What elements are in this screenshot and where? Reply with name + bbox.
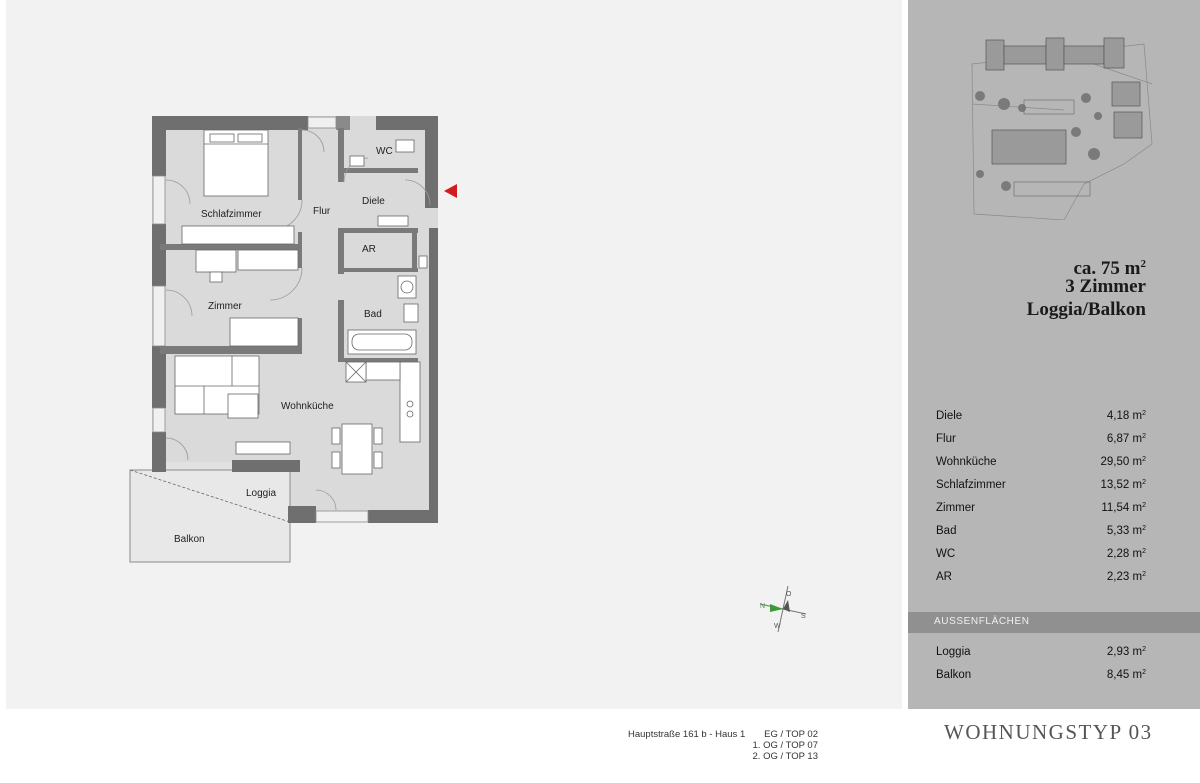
coffee-table <box>227 393 259 419</box>
room-label-ar: AR <box>362 244 376 255</box>
footer-top-1og: 1. OG / TOP 07 <box>752 740 818 751</box>
compass-south: S <box>801 613 806 620</box>
diele-bench <box>377 215 409 227</box>
footer-tops: EG / TOP 02 1. OG / TOP 07 2. OG / TOP 1… <box>744 729 818 762</box>
room-label-loggia: Loggia <box>246 488 276 499</box>
area-row-value: 2,93 m2 <box>1106 646 1146 658</box>
room-label-diele: Diele <box>362 196 385 207</box>
area-row-label: Balkon <box>936 669 972 681</box>
area-row: Balkon 8,45 m2 <box>936 669 1146 691</box>
heater <box>418 255 428 269</box>
area-row-label: Flur <box>936 433 956 445</box>
apartment-type-title: WOHNUNGSTYP 03 <box>944 720 1153 744</box>
area-row-value: 11,54 m2 <box>1101 502 1146 514</box>
balkon-division-line <box>129 469 291 523</box>
summary-outdoor: Loggia/Balkon <box>1026 299 1146 320</box>
furniture <box>174 129 428 475</box>
compass-north: N <box>760 603 765 610</box>
room-label-wohnkueche: Wohnküche <box>281 401 334 412</box>
summary-rooms: 3 Zimmer <box>1065 276 1146 297</box>
area-row-label: Loggia <box>936 646 971 658</box>
footer-address: Hauptstraße 161 b - Haus 1 <box>628 729 746 740</box>
room-label-flur: Flur <box>313 206 331 217</box>
site-plan-thumbnail <box>971 37 1153 220</box>
area-row-label: Bad <box>936 525 957 537</box>
desk <box>195 249 237 273</box>
area-row-label: Diele <box>936 410 963 422</box>
footer-top-2og: 2. OG / TOP 13 <box>752 751 818 762</box>
sideboard <box>235 441 291 455</box>
area-row-value: 5,33 m2 <box>1106 525 1146 537</box>
shelf <box>237 249 299 271</box>
area-row-value: 6,87 m2 <box>1106 433 1146 445</box>
single-bed <box>229 317 299 347</box>
interior-walls <box>160 128 418 362</box>
room-label-wc: WC <box>376 146 393 157</box>
entrance-marker <box>444 184 457 198</box>
toilet <box>395 139 415 153</box>
washbasin <box>403 303 419 323</box>
area-row-value: 2,23 m2 <box>1106 571 1146 583</box>
area-row: Wohnküche 29,50 m2 <box>936 456 1146 478</box>
area-row: WC 2,28 m2 <box>936 548 1146 570</box>
sofa <box>174 355 260 415</box>
outer-walls <box>152 116 438 523</box>
dining-table <box>341 423 373 475</box>
floor-plan-area: Schlafzimmer Flur Diele WC AR Bad Zimmer… <box>6 0 902 709</box>
area-row: Bad 5,33 m2 <box>936 525 1146 547</box>
area-row: Zimmer 11,54 m2 <box>936 502 1146 524</box>
compass-rose: N O S W <box>759 585 807 633</box>
area-row: Diele 4,18 m2 <box>936 410 1146 432</box>
balkon-floor <box>129 469 291 563</box>
windows <box>152 116 369 523</box>
area-row: Schlafzimmer 13,52 m2 <box>936 479 1146 501</box>
area-row: Loggia 2,93 m2 <box>936 646 1146 668</box>
floor-plan: Schlafzimmer Flur Diele WC AR Bad Zimmer… <box>129 116 807 633</box>
area-row-value: 8,45 m2 <box>1106 669 1146 681</box>
area-row: AR 2,23 m2 <box>936 571 1146 593</box>
area-row-label: AR <box>936 571 952 583</box>
compass-west: W <box>774 623 781 630</box>
area-row-label: Schlafzimmer <box>936 479 1006 491</box>
wc-basin <box>349 155 365 167</box>
area-row-label: WC <box>936 548 956 560</box>
room-label-schlafzimmer: Schlafzimmer <box>201 209 262 220</box>
room-label-zimmer: Zimmer <box>208 301 243 312</box>
footer-top-eg: EG / TOP 02 <box>764 729 818 740</box>
room-label-bad: Bad <box>364 309 382 320</box>
area-row-label: Wohnküche <box>936 456 997 468</box>
chair <box>209 271 223 283</box>
room-label-balkon: Balkon <box>174 534 205 545</box>
wardrobe <box>181 225 295 245</box>
aussenflaechen-header: AUSSENFLÄCHEN <box>908 612 1200 633</box>
area-row-value: 13,52 m2 <box>1100 479 1146 491</box>
info-sidebar: ca. 75 m2 3 Zimmer Loggia/Balkon Diele 4,… <box>908 0 1200 709</box>
compass-east: O <box>786 591 792 598</box>
summary-area: ca. 75 m2 <box>1073 258 1146 279</box>
area-row-value: 2,28 m2 <box>1106 548 1146 560</box>
area-row: Flur 6,87 m2 <box>936 433 1146 455</box>
area-row-label: Zimmer <box>936 502 975 514</box>
area-row-value: 4,18 m2 <box>1106 410 1146 422</box>
area-row-value: 29,50 m2 <box>1100 456 1146 468</box>
